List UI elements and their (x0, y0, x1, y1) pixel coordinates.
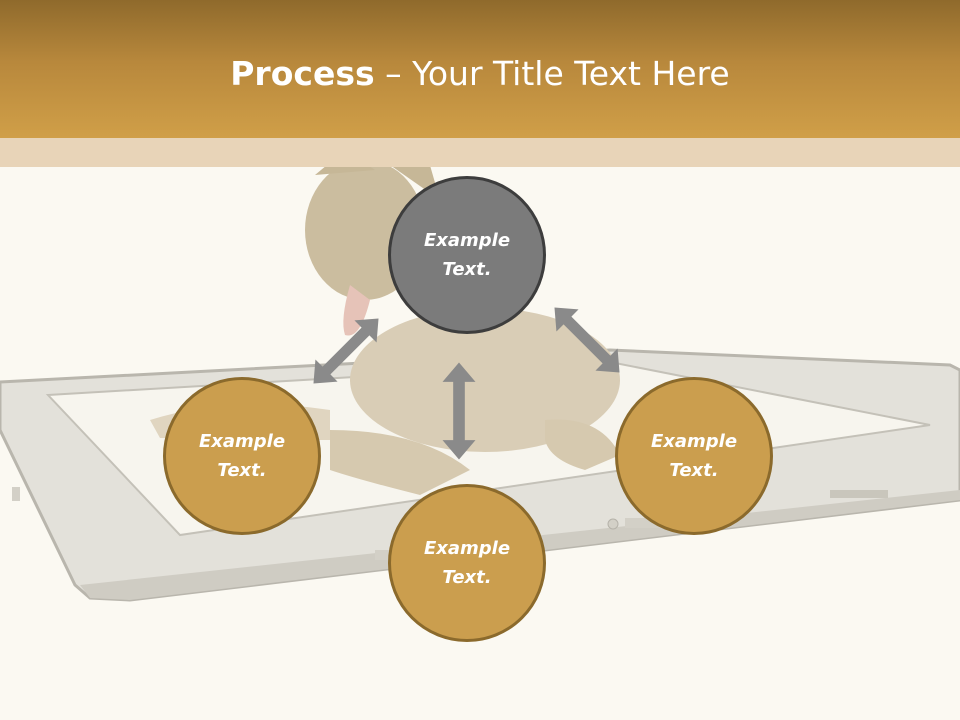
title-underband (0, 138, 960, 167)
process-node-top: Example Text. (388, 176, 546, 334)
title-bold: Process (230, 54, 375, 93)
slide-title: Process – Your Title Text Here (0, 52, 960, 96)
process-node-bottom: Example Text. (388, 484, 546, 642)
node-label: Example Text. (198, 431, 286, 481)
double-arrow-icon (302, 307, 390, 395)
double-arrow-icon (442, 362, 476, 460)
node-label: Example Text. (650, 431, 738, 481)
node-label: Example Text. (423, 538, 511, 588)
double-arrow-icon (543, 296, 631, 384)
node-label: Example Text. (423, 230, 511, 280)
title-rest: – Your Title Text Here (374, 54, 730, 93)
title-banner (0, 0, 960, 138)
process-node-left: Example Text. (163, 377, 321, 535)
process-node-right: Example Text. (615, 377, 773, 535)
